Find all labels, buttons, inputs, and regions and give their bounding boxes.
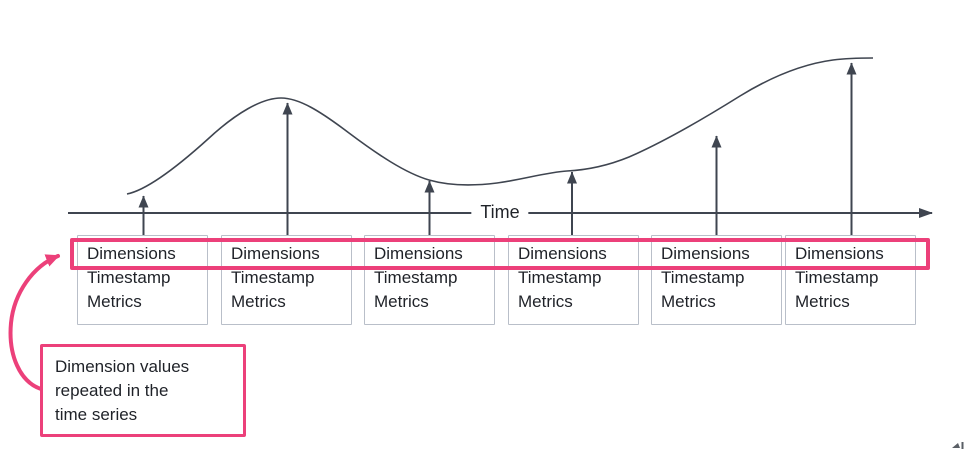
- record-dimensions-label: Dimensions: [661, 244, 750, 263]
- record-timestamp-label: Timestamp: [795, 268, 879, 287]
- record-metrics-label: Metrics: [374, 292, 429, 311]
- record-box-5: Dimensions Timestamp Metrics: [651, 235, 782, 325]
- record-metrics-label: Metrics: [87, 292, 142, 311]
- record-box-6: Dimensions Timestamp Metrics: [785, 235, 916, 325]
- record-dimensions-label: Dimensions: [231, 244, 320, 263]
- record-metrics-label: Metrics: [518, 292, 573, 311]
- callout-text-line: Dimension values: [55, 357, 190, 376]
- partial-corner-mark: [952, 442, 964, 449]
- record-timestamp-label: Timestamp: [374, 268, 458, 287]
- record-box-2: Dimensions Timestamp Metrics: [221, 235, 352, 325]
- record-metrics-label: Metrics: [661, 292, 716, 311]
- record-metrics-label: Metrics: [231, 292, 286, 311]
- record-timestamp-label: Timestamp: [231, 268, 315, 287]
- record-timestamp-label: Timestamp: [661, 268, 745, 287]
- record-box-3: Dimensions Timestamp Metrics: [364, 235, 495, 325]
- callout-box: Dimension values repeated in the time se…: [40, 344, 246, 437]
- record-dimensions-label: Dimensions: [795, 244, 884, 263]
- timeseries-curve: [126, 57, 874, 195]
- time-axis-label: Time: [471, 201, 529, 223]
- record-metrics-label: Metrics: [795, 292, 850, 311]
- callout-curved-arrow: [8, 254, 60, 391]
- record-dimensions-label: Dimensions: [87, 244, 176, 263]
- record-dimensions-label: Dimensions: [518, 244, 607, 263]
- record-box-1: Dimensions Timestamp Metrics: [77, 235, 208, 325]
- record-dimensions-label: Dimensions: [374, 244, 463, 263]
- callout-text-line: time series: [55, 405, 138, 424]
- callout-text-line: repeated in the: [55, 381, 169, 400]
- record-box-4: Dimensions Timestamp Metrics: [508, 235, 639, 325]
- record-timestamp-label: Timestamp: [518, 268, 602, 287]
- record-timestamp-label: Timestamp: [87, 268, 171, 287]
